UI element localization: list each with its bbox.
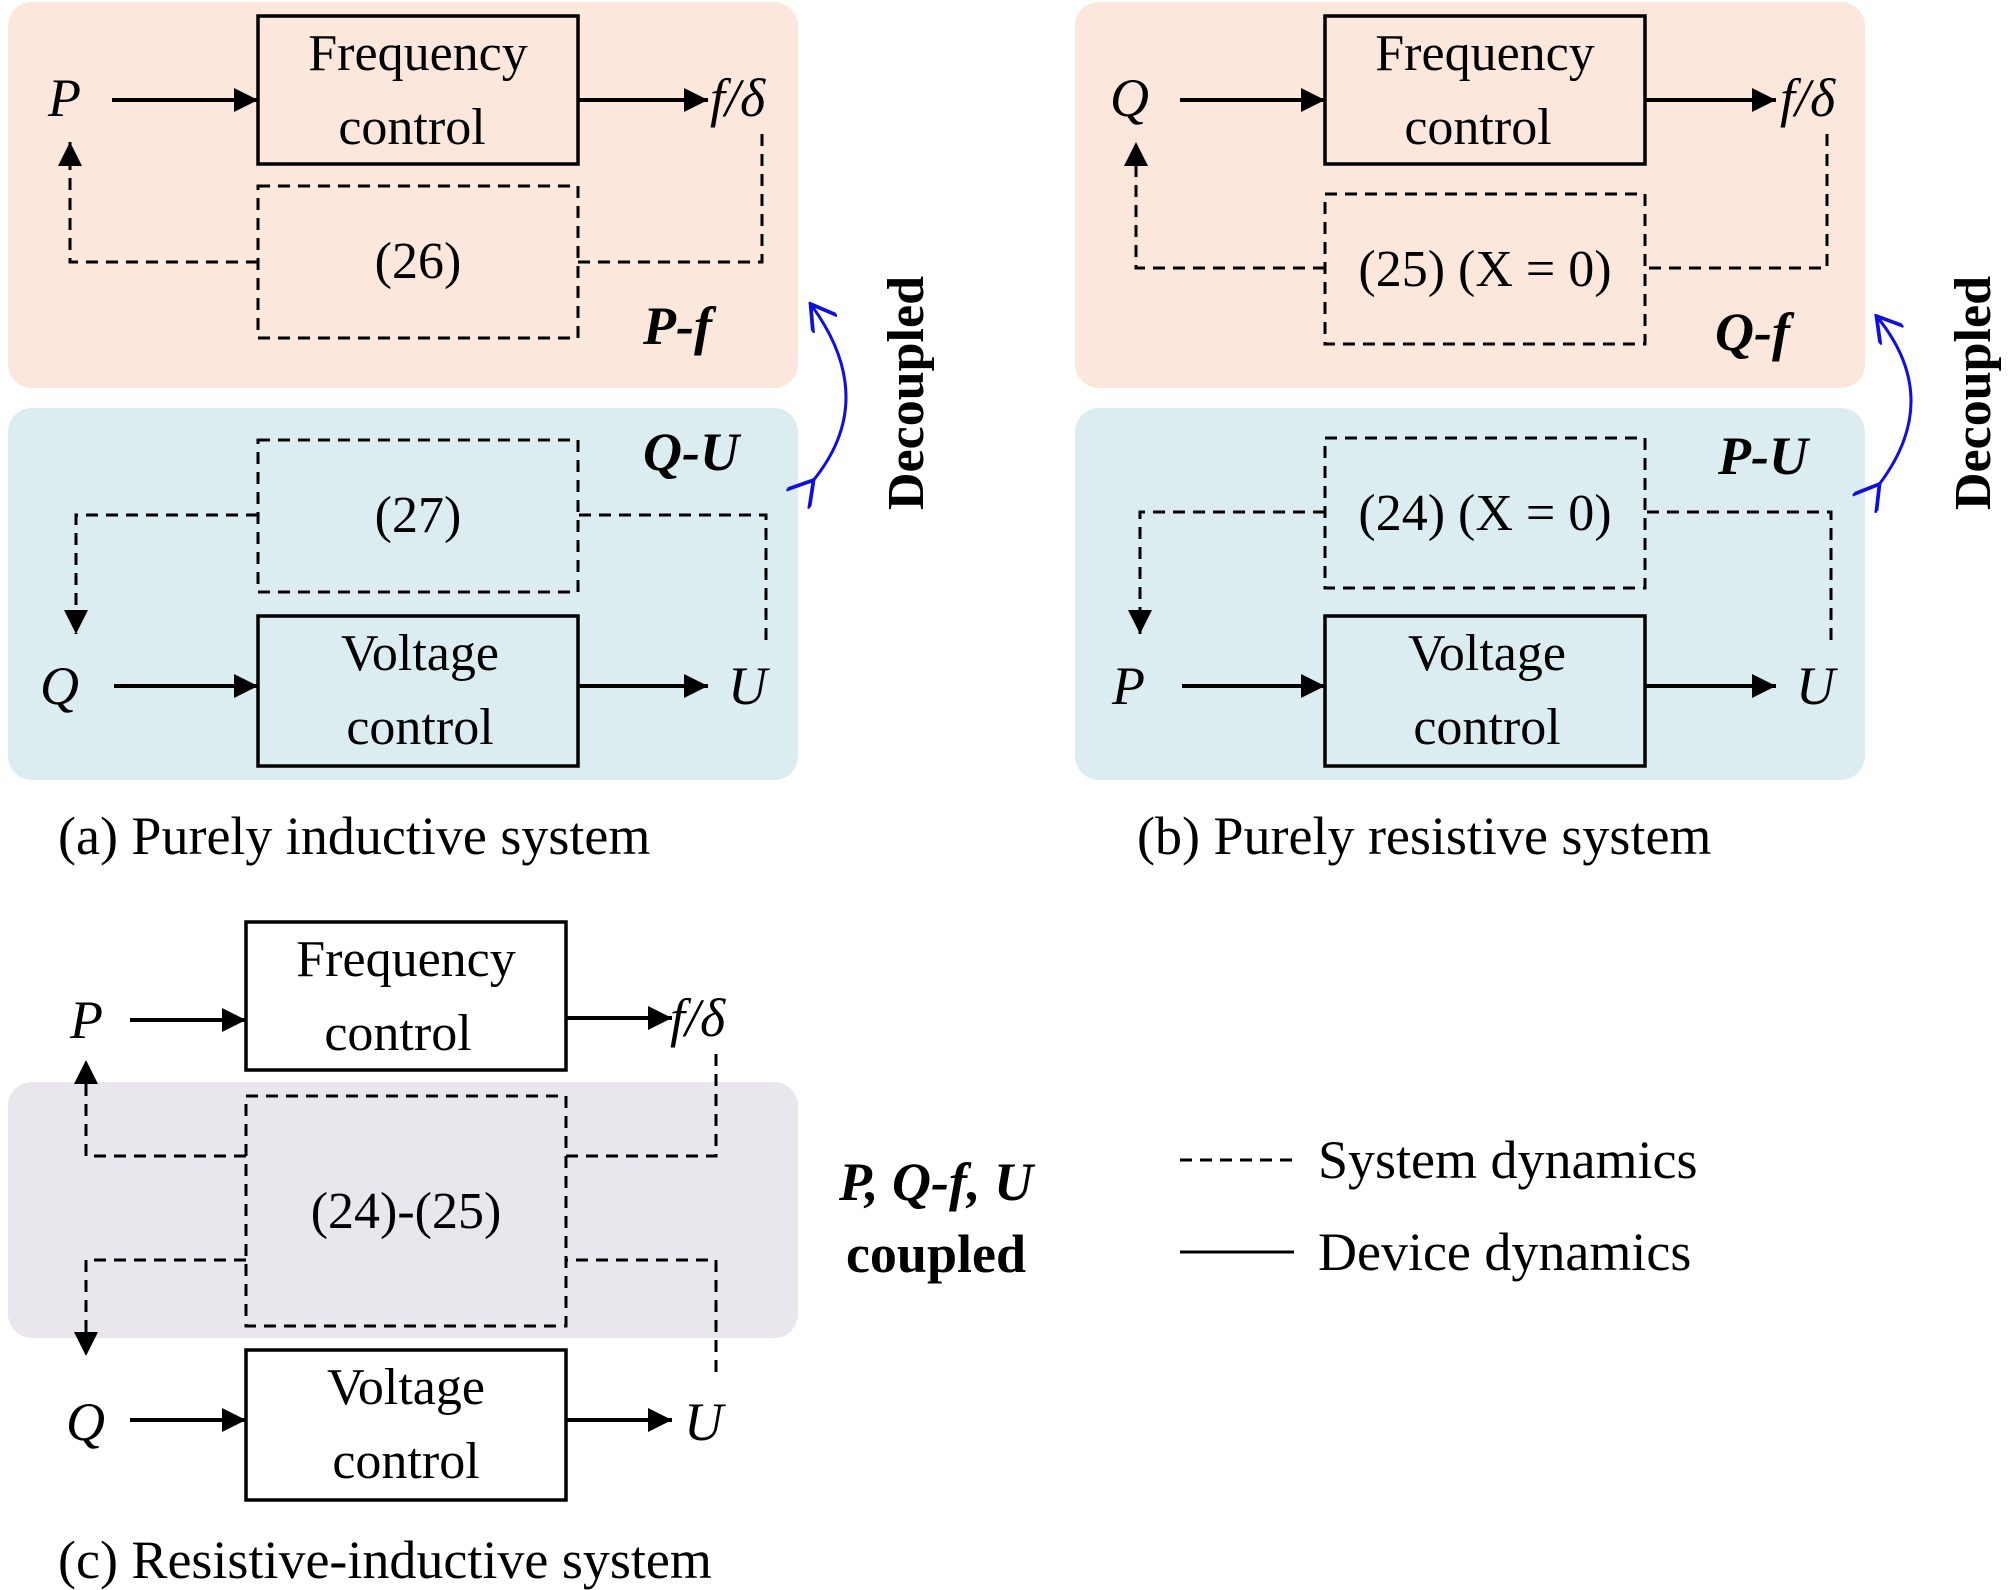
panel-b-eq-25: (25) (X = 0) xyxy=(1358,241,1611,298)
legend-dashed-label: System dynamics xyxy=(1318,1130,1697,1190)
panel-c-frequency-label-1: Frequency xyxy=(296,931,515,988)
panel-c-p-input: P xyxy=(69,990,103,1050)
panel-a-decoupled-label: Decoupled xyxy=(878,276,935,510)
panel-b-voltage-label-1: Voltage xyxy=(1408,625,1566,682)
panel-c-feedback-top-right xyxy=(566,1054,718,1158)
panel-c-voltage-block xyxy=(244,1348,568,1502)
legend-solid-label: Device dynamics xyxy=(1318,1222,1691,1282)
panel-a-voltage-label-1: Voltage xyxy=(341,625,499,682)
panel-b-decoupled-arrow xyxy=(1878,318,1913,486)
panel-b-feedback-top-right xyxy=(1645,134,1829,270)
panel-c-frequency-block xyxy=(244,920,568,1072)
panel-a-frequency-block xyxy=(256,14,580,166)
panel-b-feedback-top-left xyxy=(1124,142,1325,270)
panel-a-frequency-label-1: Frequency xyxy=(308,25,527,82)
panel-c-tag: P, Q-f, U xyxy=(838,1152,1036,1212)
panel-a-tag-pf: P-f xyxy=(642,296,717,356)
panel-a-decoupled-arrow xyxy=(812,306,848,482)
panel-a-voltage-label-2: control xyxy=(346,699,493,756)
panel-b-feedback-bottom-left xyxy=(1128,510,1325,634)
panel-c-feedback-top-left xyxy=(74,1060,246,1158)
panel-c-coupled-background xyxy=(8,1082,798,1338)
panel-c-u-output: U xyxy=(684,1392,726,1452)
panel-a-frequency-label-2: control xyxy=(338,99,485,156)
panel-b-voltage-label-2: control xyxy=(1413,699,1560,756)
panel-a-voltage-block xyxy=(256,614,580,768)
panel-c-voltage-label-2: control xyxy=(332,1433,479,1490)
panel-b-frequency-label-2: control xyxy=(1404,99,1551,156)
panel-b-tag-qf: Q-f xyxy=(1715,302,1795,362)
panel-b-tag-pu: P-U xyxy=(1717,426,1811,486)
panel-a-feedback-bottom-right xyxy=(578,513,768,640)
panel-a-f-output: f/δ xyxy=(710,68,766,128)
panel-c-voltage-label-1: Voltage xyxy=(327,1359,485,1416)
panel-a-feedback-top-right xyxy=(578,134,764,264)
panel-b-feedback-bottom-right xyxy=(1645,510,1833,640)
panel-c-q-input: Q xyxy=(66,1392,105,1452)
panel-c-coupled-label: coupled xyxy=(846,1224,1026,1284)
panel-a-caption: (a) Purely inductive system xyxy=(58,806,650,866)
panel-b-q-input: Q xyxy=(1110,68,1149,128)
panel-a-q-input: Q xyxy=(40,656,79,716)
panel-b: Frequency control Q f/δ (25) (X = 0) Q-f… xyxy=(1075,2,2002,866)
legend: System dynamics Device dynamics xyxy=(1180,1130,1697,1282)
panel-b-frequency-label-1: Frequency xyxy=(1375,25,1594,82)
panel-b-eq-24: (24) (X = 0) xyxy=(1358,485,1611,542)
panel-c: Frequency control P f/δ (24)-(25) Voltag… xyxy=(8,920,1036,1590)
panel-a-eq-26: (26) xyxy=(375,233,462,290)
panel-a-feedback-bottom-left xyxy=(64,513,258,634)
panel-c-eq-24-25-block xyxy=(244,1094,568,1328)
panel-a: Frequency control P f/δ (26) P-f (27) Q-… xyxy=(8,2,935,866)
panel-a-p-input: P xyxy=(47,68,81,128)
panel-b-f-output: f/δ xyxy=(1780,68,1836,128)
panel-b-caption: (b) Purely resistive system xyxy=(1137,806,1711,866)
panel-c-frequency-label-2: control xyxy=(324,1005,471,1062)
panel-b-voltage-block xyxy=(1323,614,1647,768)
panel-c-feedback-bottom-left xyxy=(74,1258,246,1356)
panel-c-f-output: f/δ xyxy=(670,988,726,1048)
panel-a-feedback-top-left xyxy=(58,142,258,264)
panel-a-eq-27: (27) xyxy=(375,487,462,544)
panel-b-decoupled-label: Decoupled xyxy=(1945,276,2002,510)
panel-b-p-input: P xyxy=(1111,656,1145,716)
panel-c-caption: (c) Resistive-inductive system xyxy=(58,1530,712,1590)
panel-c-feedback-bottom-right xyxy=(566,1258,718,1372)
panel-b-frequency-block xyxy=(1323,14,1647,166)
panel-a-tag-qu: Q-U xyxy=(643,422,742,482)
panel-b-u-output: U xyxy=(1796,656,1838,716)
panel-c-eq-24-25: (24)-(25) xyxy=(311,1183,502,1240)
panel-a-u-output: U xyxy=(728,656,770,716)
